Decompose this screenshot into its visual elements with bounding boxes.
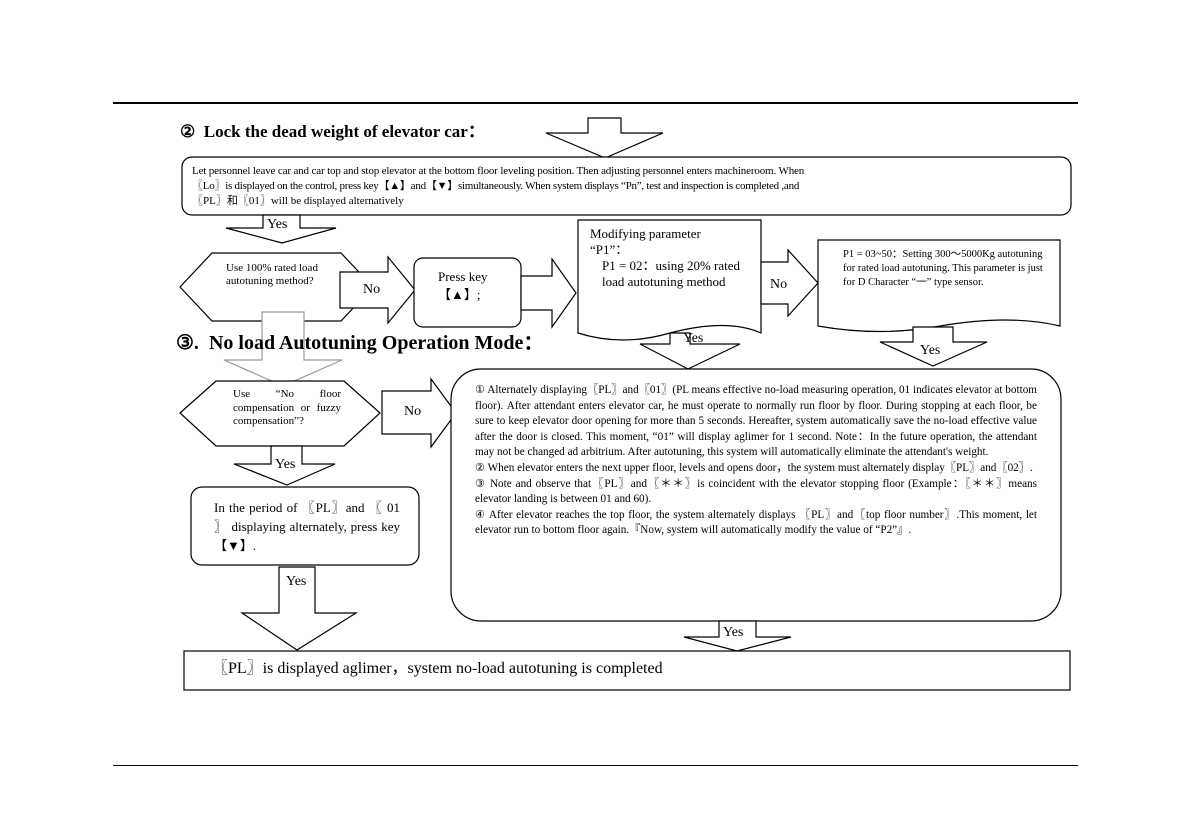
intro-text: Let personnel leave car and car top and … (192, 164, 1060, 209)
intro-line-3: 〖PL〗和〖01〗will be displayed alternatively (192, 195, 404, 207)
arrow-right-no-2 (760, 248, 819, 318)
arrow-down-yes-5 (240, 566, 359, 651)
section2-number: ② (180, 122, 196, 141)
p1-range-doc (817, 239, 1061, 333)
final-box (183, 650, 1071, 691)
decision-no-floor (179, 380, 381, 447)
decision-full-load-text: Use 100% rated load autotuning method? (226, 262, 318, 287)
step-3: ③ Note and observe that〖PL〗and〖＊＊〗is coi… (475, 477, 1037, 506)
yes-label-6: Yes (723, 625, 744, 640)
arrow-down-yes-2 (639, 332, 741, 370)
arrow-right-2 (520, 257, 577, 329)
section3-number: ③. (176, 332, 199, 354)
arrow-down-yes-6 (683, 620, 792, 652)
modify-param-text: Modifying parameter “P1”： P1 = 02：using … (590, 226, 750, 290)
header-rule (113, 102, 1078, 104)
no-label-3: No (404, 404, 422, 419)
press-up-text: Press key【▲】; (438, 269, 488, 302)
decision-no-floor-text: Use “No floor compensation or fuzzy comp… (233, 388, 341, 427)
yes-label-2: Yes (683, 331, 704, 346)
final-text: 〖PL〗is displayed aglimer，system no-load … (212, 660, 663, 677)
press-down-box (190, 486, 420, 566)
no-label-1: No (363, 282, 381, 297)
intro-line-2: 〖Lo〗is displayed on the control, press k… (192, 180, 800, 192)
steps-text: ① Alternately displaying〖PL〗and〖01〗(PL m… (475, 383, 1037, 539)
yes-label-3: Yes (920, 343, 941, 358)
section2-heading: ② Lock the dead weight of elevator car： (180, 122, 485, 142)
modify-param-title: Modifying parameter “P1”： (590, 226, 701, 257)
step-1: ① Alternately displaying〖PL〗and〖01〗(PL m… (475, 384, 1037, 459)
step-4: ④ After elevator reaches the top floor, … (475, 508, 1037, 537)
arrow-down-yes-3 (879, 326, 988, 367)
yes-label-1: Yes (267, 217, 288, 232)
modify-param-detail: P1 = 02：using 20% rated load autotuning … (602, 258, 741, 289)
section3-heading: ③. No load Autotuning Operation Mode： (176, 332, 543, 356)
arrow-down-entry (545, 117, 664, 159)
arrow-down-yes-1 (225, 214, 337, 244)
section3-title: No load Autotuning Operation Mode： (208, 332, 544, 354)
intro-line-1: Let personnel leave car and car top and … (192, 165, 805, 177)
no-label-2: No (770, 277, 788, 292)
arrow-right-no-1 (339, 255, 416, 325)
section2-title: Lock the dead weight of elevator car： (203, 122, 485, 141)
intro-box (181, 156, 1072, 216)
yes-label-4: Yes (275, 457, 296, 472)
p1-range-text: P1 = 03~50：Setting 300～5000Kg autotuning… (843, 249, 1043, 288)
yes-label-5: Yes (286, 574, 307, 589)
arrow-down-grey (223, 311, 343, 387)
step-2: ② When elevator enters the next upper fl… (475, 461, 1033, 474)
press-down-text: In the period of 〖PL〗and 〖 01 〗 displayi… (214, 500, 400, 553)
footer-rule (113, 765, 1078, 766)
arrow-down-yes-4 (233, 445, 336, 486)
arrow-right-no-3 (381, 377, 457, 449)
